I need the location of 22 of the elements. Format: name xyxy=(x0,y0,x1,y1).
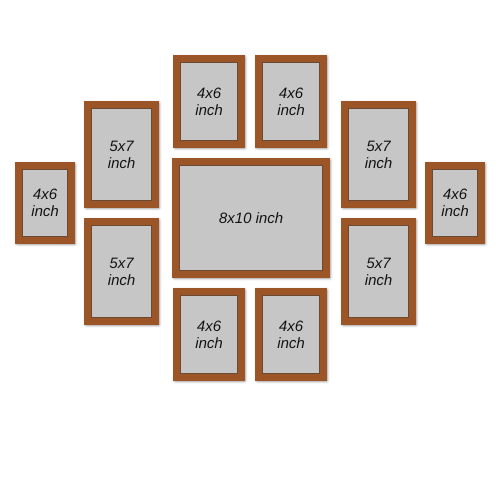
frame-size-label: 4x6 inch xyxy=(194,318,224,352)
picture-frame xyxy=(173,288,245,381)
frame-size-label: 5x7 inch xyxy=(106,254,136,288)
frame-size-label: 4x6 inch xyxy=(276,318,306,352)
frame-size-label: 4x6 inch xyxy=(194,84,224,118)
frame-size-label: 5x7 inch xyxy=(364,254,394,288)
frame-size-label: 4x6 inch xyxy=(276,84,306,118)
picture-frame xyxy=(173,55,245,148)
picture-frame xyxy=(172,158,330,278)
picture-frame xyxy=(341,218,416,325)
frame-size-label: 4x6 inch xyxy=(30,186,60,220)
frame-size-label: 4x6 inch xyxy=(440,186,470,220)
picture-frame xyxy=(84,218,159,325)
frame-size-label: 5x7 inch xyxy=(364,138,394,172)
frame-size-label: 8x10 inch xyxy=(218,210,284,226)
picture-frame xyxy=(84,101,159,208)
picture-frame xyxy=(255,55,327,148)
frame-size-label: 5x7 inch xyxy=(106,138,136,172)
picture-frame xyxy=(341,101,416,208)
picture-frame xyxy=(425,162,485,244)
picture-frame xyxy=(255,288,327,381)
picture-frame xyxy=(15,162,75,244)
